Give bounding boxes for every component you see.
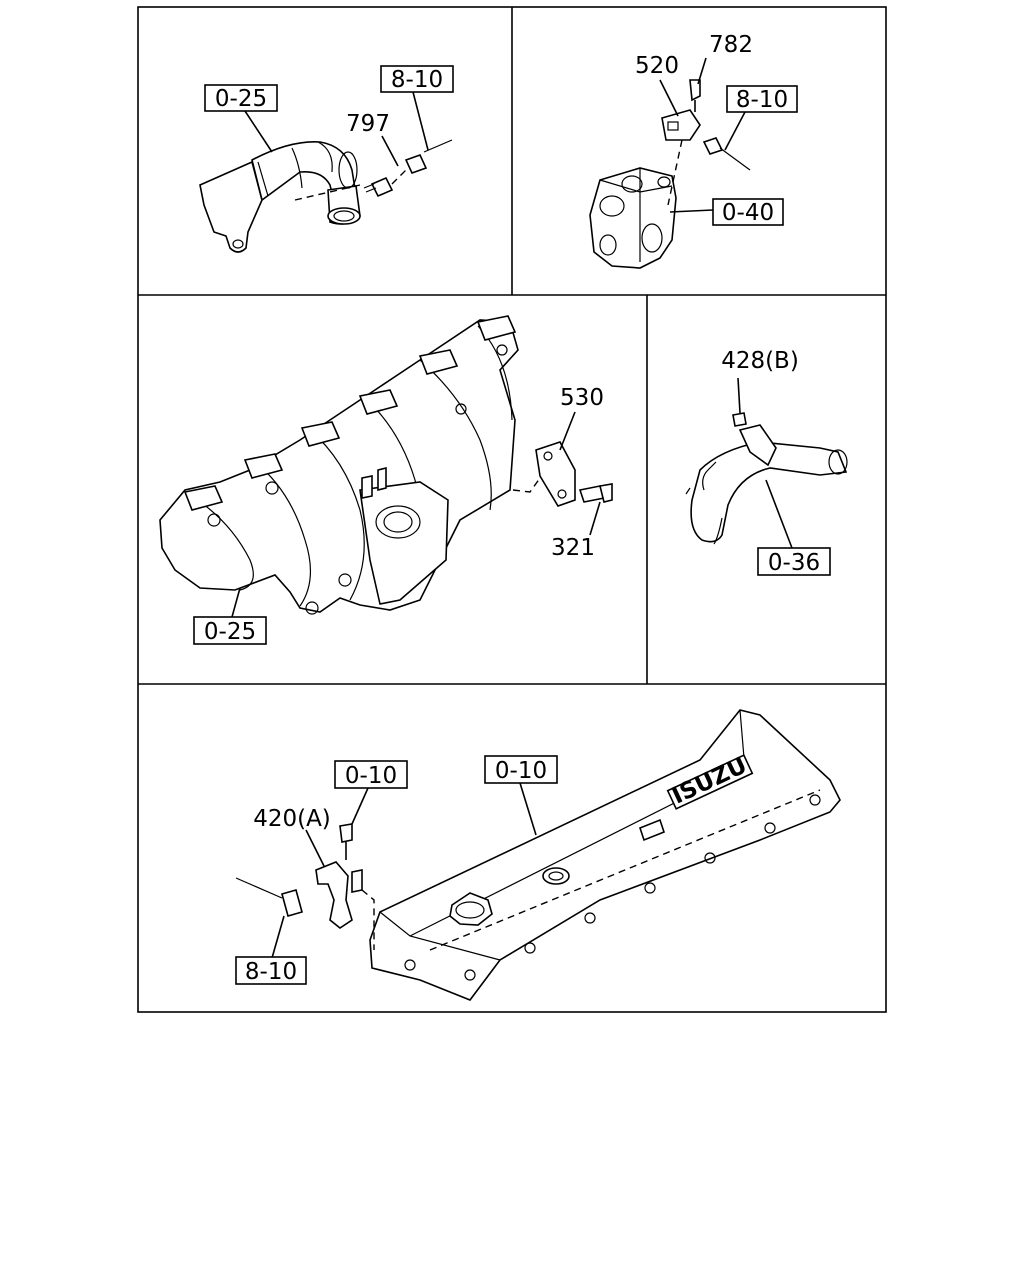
water-pipe-drawing bbox=[685, 412, 848, 545]
callout-labels: 0-25 8-10 797 782 520 8-10 0-40 530 321 … bbox=[193, 32, 831, 985]
callout-0-40: 0-40 bbox=[722, 200, 774, 226]
callout-box bbox=[712, 198, 784, 226]
callout-0-10-bolt: 0-10 bbox=[345, 763, 397, 789]
panel-frame bbox=[137, 6, 887, 1013]
intake-manifold-drawing bbox=[159, 315, 519, 615]
callout-0-25-top-left: 0-25 bbox=[215, 86, 267, 112]
callout-420a: 420(A) bbox=[253, 806, 331, 832]
callout-782: 782 bbox=[709, 32, 753, 58]
callout-520: 520 bbox=[635, 53, 679, 79]
callout-8-10-bottom: 8-10 bbox=[245, 959, 297, 985]
callout-530: 530 bbox=[560, 385, 604, 411]
callout-0-10-cover: 0-10 bbox=[495, 758, 547, 784]
callout-box bbox=[334, 760, 408, 789]
callout-797: 797 bbox=[346, 111, 390, 137]
callout-8-10-top-left: 8-10 bbox=[391, 67, 443, 93]
bracket-420a-drawing bbox=[235, 823, 375, 950]
panel4-leaders bbox=[737, 377, 793, 549]
water-outlet-pipe-drawing bbox=[199, 141, 361, 253]
bracket-530-drawing bbox=[512, 441, 613, 507]
callout-box bbox=[380, 65, 454, 93]
cylinder-head-cover-drawing: ISUZU bbox=[369, 709, 841, 1001]
panel3-leaders bbox=[231, 411, 601, 618]
callout-box bbox=[757, 547, 831, 576]
panel2-leaders bbox=[659, 57, 746, 213]
callout-0-36: 0-36 bbox=[768, 550, 820, 576]
panel5-leaders bbox=[271, 782, 537, 959]
thermostat-housing-drawing bbox=[589, 167, 677, 269]
callout-0-25-middle: 0-25 bbox=[204, 619, 256, 645]
callout-box bbox=[484, 755, 558, 784]
callout-box bbox=[235, 956, 307, 985]
callout-box bbox=[193, 616, 267, 645]
callout-8-10-top-right: 8-10 bbox=[736, 87, 788, 113]
callout-box bbox=[726, 85, 798, 113]
sensor-797-drawing bbox=[294, 139, 453, 201]
sensor-520-drawing bbox=[661, 79, 751, 206]
callout-428b: 428(B) bbox=[721, 348, 799, 374]
callout-box bbox=[204, 84, 278, 112]
callout-321: 321 bbox=[551, 535, 595, 561]
panel1-leaders bbox=[244, 91, 429, 167]
